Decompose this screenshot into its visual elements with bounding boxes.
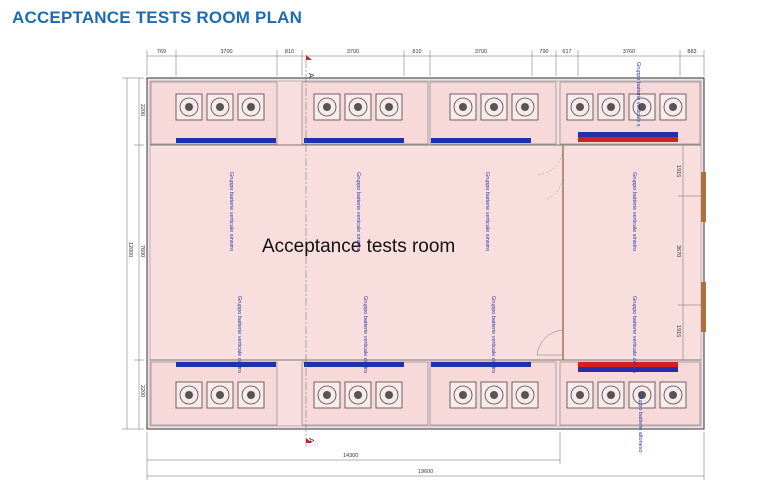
- fan-unit-24: [628, 381, 656, 409]
- bottom-dimension-lines: 14300 19600: [146, 432, 705, 480]
- section-marker-top: A: [307, 73, 314, 78]
- battery-label-lower-2: Gruppo batterie verticale destro: [362, 296, 368, 373]
- upper-racks: [176, 132, 678, 143]
- fan-unit-16: [313, 381, 341, 409]
- fan-unit-12: [659, 93, 687, 121]
- dim-top-8: 3760: [623, 49, 635, 55]
- dim-left-bottom: 2200: [139, 385, 145, 397]
- fan-units: [175, 93, 687, 409]
- lower-rack-1: [176, 362, 276, 367]
- fan-unit-25: [659, 381, 687, 409]
- fan-unit-22: [566, 381, 594, 409]
- left-dimension-lines: 2200 7600 2200 12000: [122, 77, 145, 430]
- section-arrow-bottom: [306, 438, 312, 443]
- fan-unit-19: [449, 381, 477, 409]
- dim-top-3: 3700: [347, 49, 359, 55]
- dim-left-top: 2200: [139, 104, 145, 116]
- fan-unit-6: [449, 93, 477, 121]
- upper-rack-1: [176, 138, 276, 143]
- fan-unit-18: [375, 381, 403, 409]
- fan-unit-8: [511, 93, 539, 121]
- battery-label-lower-4: Gruppo batterie verticale destro: [631, 296, 637, 373]
- fan-unit-2: [237, 93, 265, 121]
- battery-label-lower-3: Gruppo batterie verticale destro: [490, 296, 496, 373]
- fan-unit-21: [511, 381, 539, 409]
- building-inner-wall: [149, 80, 702, 427]
- fan-unit-5: [375, 93, 403, 121]
- dim-right-top: 1915: [675, 165, 681, 177]
- fan-unit-20: [480, 381, 508, 409]
- fan-unit-4: [344, 93, 372, 121]
- battery-labels-lower: Gruppo batterie verticale destro Gruppo …: [236, 296, 637, 373]
- fan-unit-23: [597, 381, 625, 409]
- dim-right-bottom: 1915: [675, 325, 681, 337]
- dim-top-5: 3700: [475, 49, 487, 55]
- top-dimension-line: 769 3700 810 3700 810 3700 790 617 3760 883: [146, 49, 705, 76]
- fan-unit-13: [175, 381, 203, 409]
- upper-rack-2: [304, 138, 404, 143]
- fan-unit-3: [313, 93, 341, 121]
- lower-rack-3: [431, 362, 531, 367]
- right-door-upper: [701, 172, 706, 222]
- lower-rack-4a: [578, 362, 678, 367]
- battery-label-upper-2: Gruppo batterie verticale sinistro: [355, 172, 361, 251]
- dim-top-6: 790: [539, 49, 548, 55]
- page-title: ACCEPTANCE TESTS ROOM PLAN: [12, 8, 303, 27]
- upper-rack-4a: [578, 132, 678, 137]
- fan-unit-14: [206, 381, 234, 409]
- battery-label-corner-top: Gruppo batterie verticale s: [635, 62, 641, 127]
- dim-top-0: 769: [157, 49, 166, 55]
- fan-unit-0: [175, 93, 203, 121]
- fan-unit-1: [206, 93, 234, 121]
- lower-rack-4b: [578, 367, 678, 372]
- lower-racks: [176, 362, 678, 372]
- dim-bottom-total: 19600: [418, 469, 433, 475]
- right-dimension-lines: 1915 3670 1915: [675, 145, 701, 360]
- fan-unit-17: [344, 381, 372, 409]
- dim-top-1: 3700: [220, 49, 232, 55]
- battery-labels-upper: Gruppo batterie verticale sinistro Grupp…: [228, 172, 637, 251]
- battery-label-corner-bottom: Gruppo batterie altoneso: [637, 392, 643, 453]
- dim-left-total: 12000: [127, 242, 133, 257]
- fan-unit-11: [628, 93, 656, 121]
- dim-bottom-partial: 14300: [343, 453, 358, 459]
- door-swing: [536, 329, 564, 356]
- upper-rack-3: [431, 138, 531, 143]
- battery-label-upper-3: Gruppo batterie verticale sinistro: [484, 172, 490, 251]
- dim-right-middle: 3670: [675, 245, 681, 257]
- fan-unit-7: [480, 93, 508, 121]
- upper-rack-4b: [578, 137, 678, 142]
- dim-top-2: 810: [285, 49, 294, 55]
- dim-top-9: 883: [687, 49, 696, 55]
- fan-unit-15: [237, 381, 265, 409]
- room-label: Acceptance tests room: [262, 236, 455, 257]
- dim-left-middle: 7600: [139, 245, 145, 257]
- fan-unit-9: [566, 93, 594, 121]
- right-door-lower: [701, 282, 706, 332]
- section-marker-bottom: A: [307, 438, 314, 443]
- battery-label-upper-1: Gruppo batterie verticale sinistro: [228, 172, 234, 251]
- lower-rack-2: [304, 362, 404, 367]
- fan-unit-10: [597, 93, 625, 121]
- battery-label-upper-4: Gruppo batterie verticale sinistro: [631, 172, 637, 251]
- battery-label-lower-1: Gruppo batterie verticale destro: [236, 296, 242, 373]
- dim-top-4: 810: [412, 49, 421, 55]
- dim-top-7: 617: [562, 49, 571, 55]
